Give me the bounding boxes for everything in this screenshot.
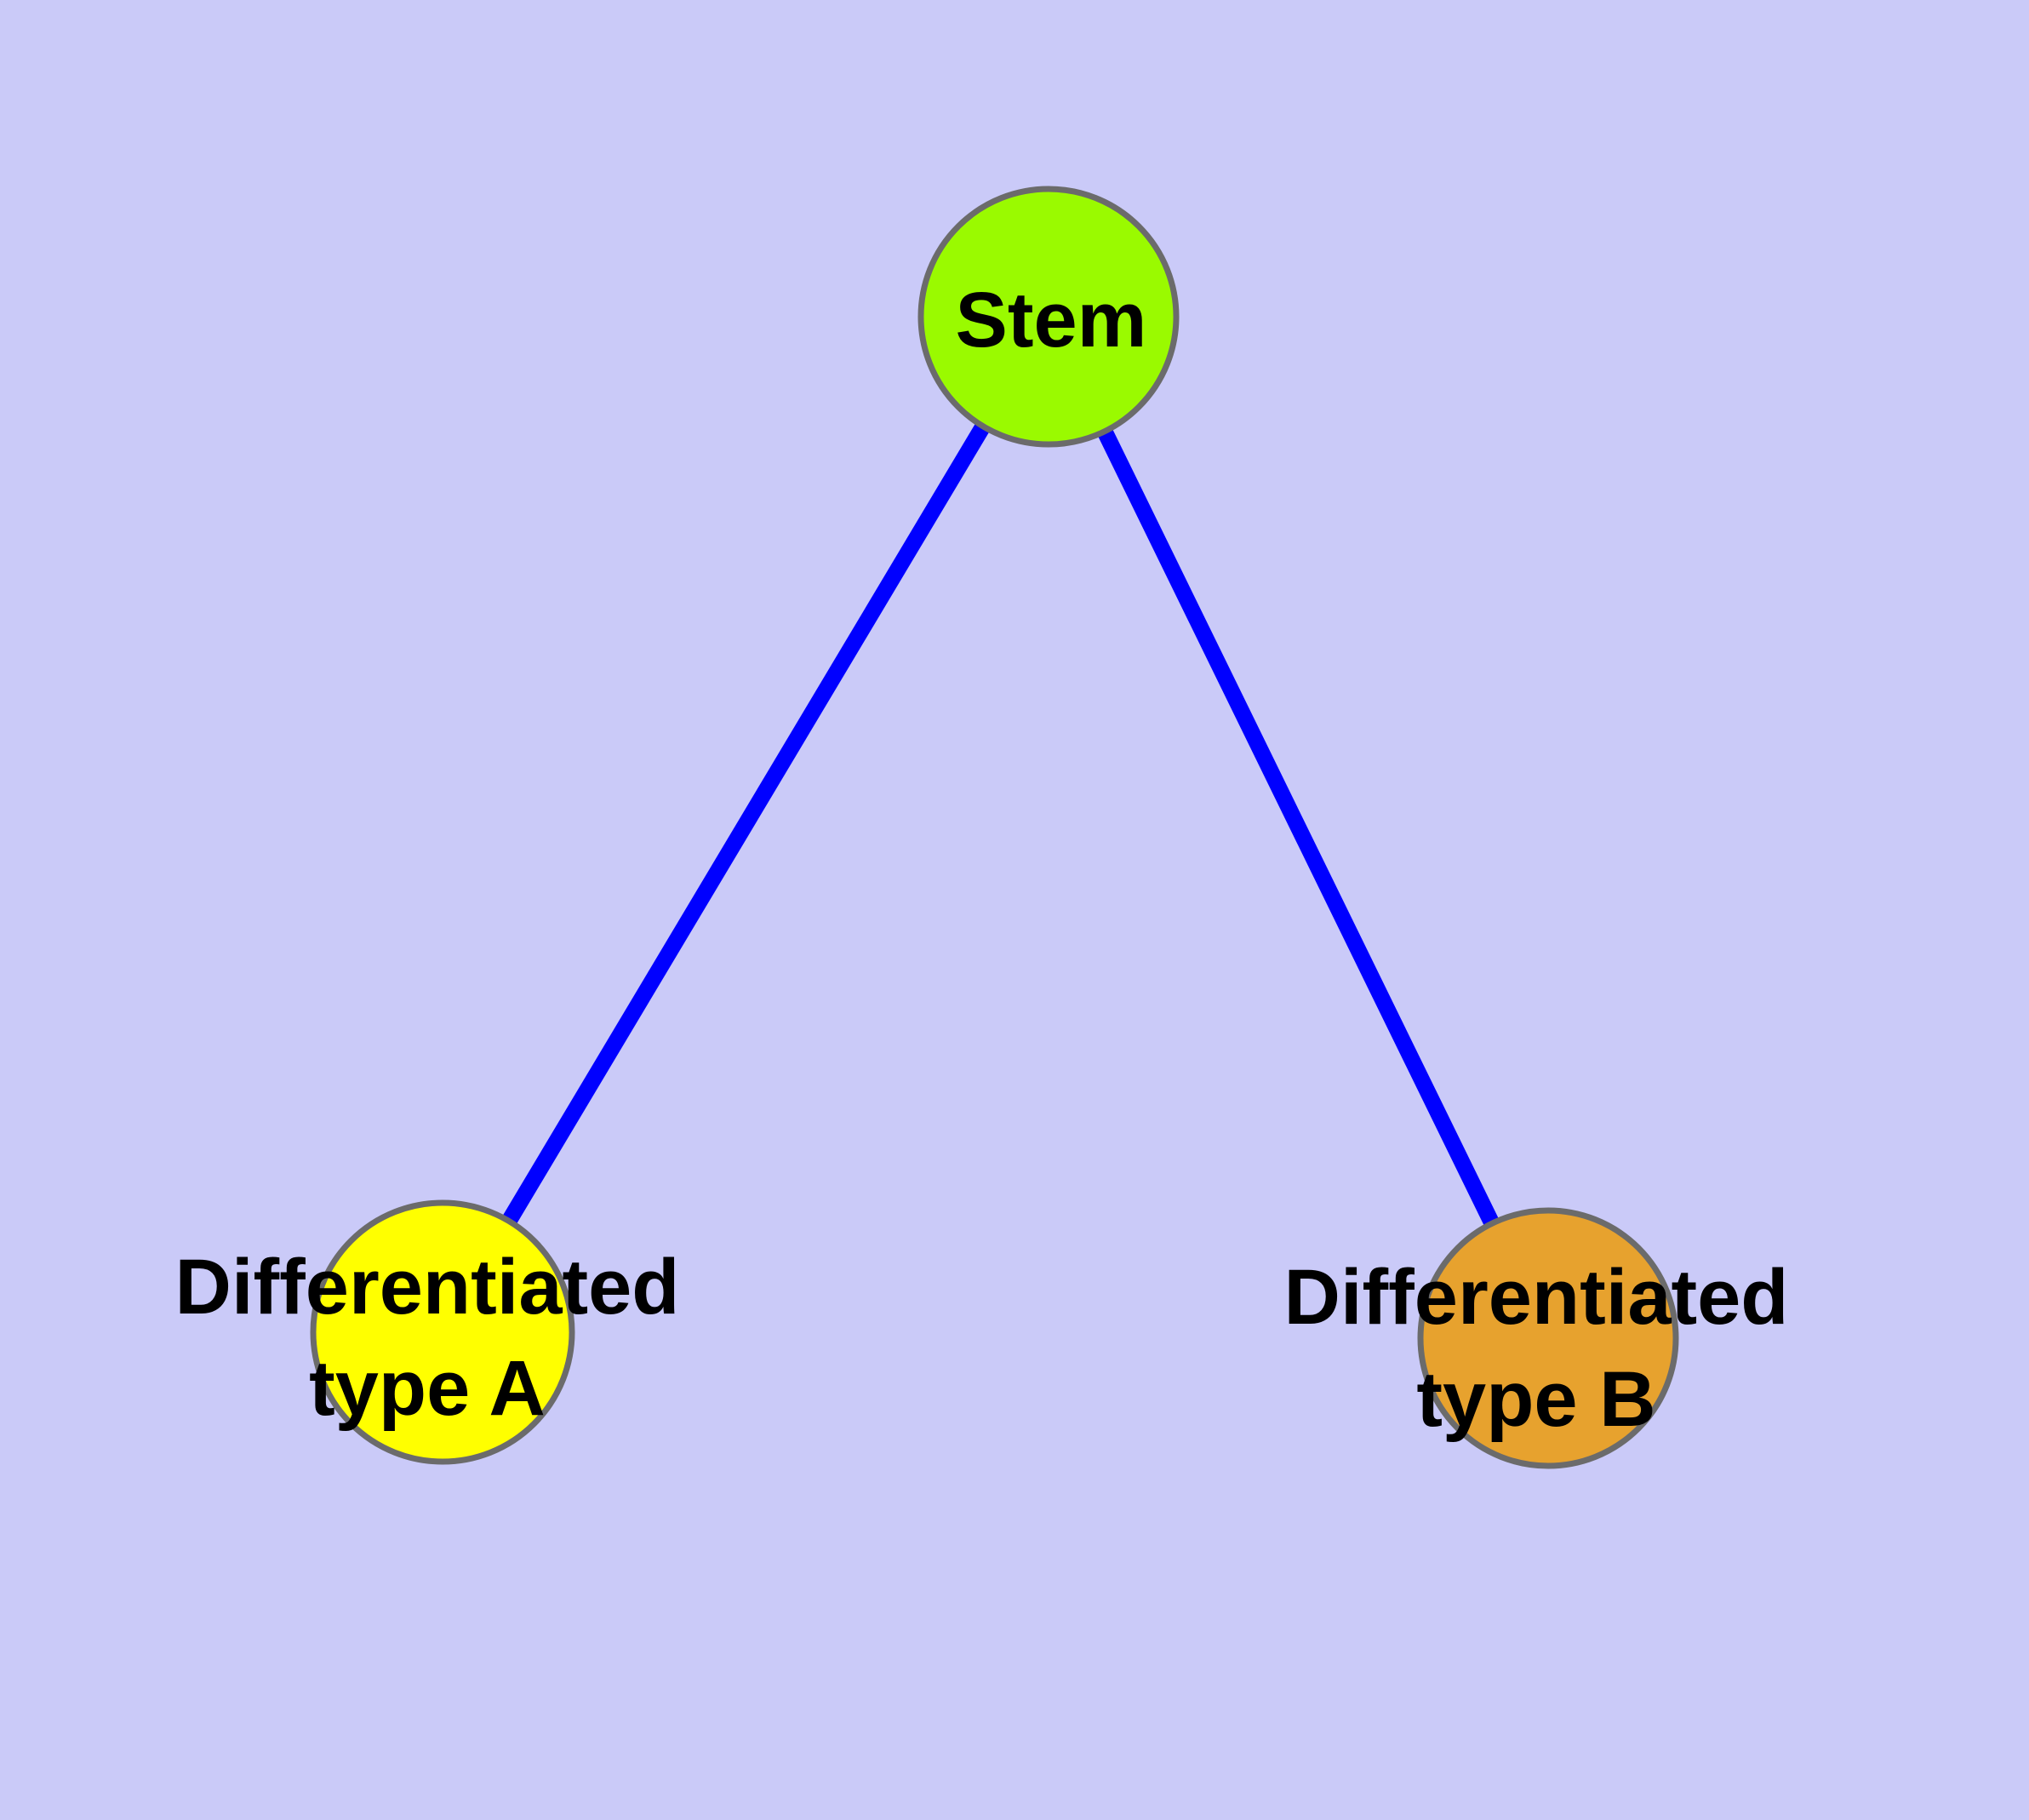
edge-stem-to-type-a [435, 312, 1056, 1336]
node-differentiated-type-b: Differentiated type B [1284, 1207, 1789, 1469]
edges [435, 312, 1556, 1342]
node-differentiated-type-a-label-line1: Differentiated [175, 1244, 680, 1331]
node-differentiated-type-a: Differentiated type A [175, 1199, 680, 1465]
node-differentiated-type-a-label-line2: type A [309, 1345, 546, 1432]
node-stem-label: Stem [956, 277, 1147, 363]
node-stem-circle [917, 186, 1180, 448]
node-differentiated-type-b-label-line2: type B [1416, 1356, 1655, 1443]
edge-stem-to-type-b [1041, 312, 1556, 1342]
node-differentiated-type-b-circle [1417, 1207, 1679, 1469]
node-stem: Stem [917, 186, 1180, 448]
node-differentiated-type-b-label-line1: Differentiated [1284, 1254, 1789, 1341]
node-differentiated-type-a-circle [310, 1199, 575, 1465]
